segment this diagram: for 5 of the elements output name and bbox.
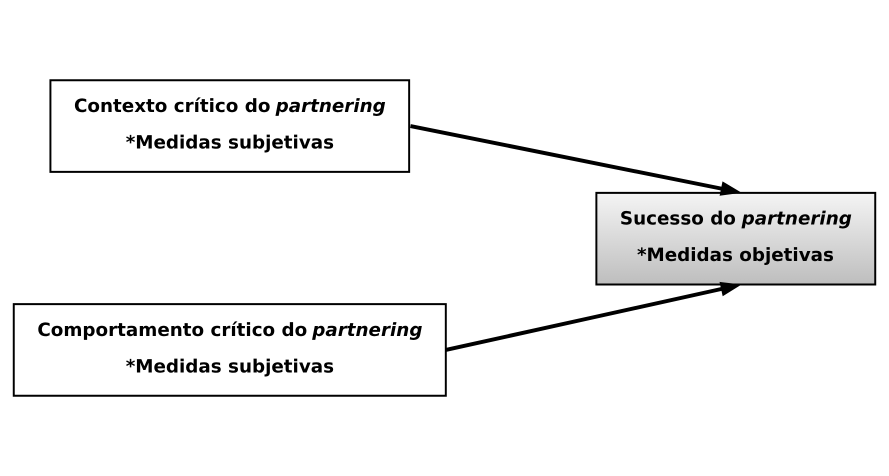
node-box: Comportamento crítico do partnering *Medidas subjetivas — [12, 303, 447, 397]
arrow — [410, 124, 742, 196]
node-box: Sucesso do partnering *Medidas objetivas — [595, 192, 876, 286]
node-box: Contexto crítico do partnering *Medidas subjetivas — [49, 79, 410, 173]
arrow — [445, 282, 742, 352]
